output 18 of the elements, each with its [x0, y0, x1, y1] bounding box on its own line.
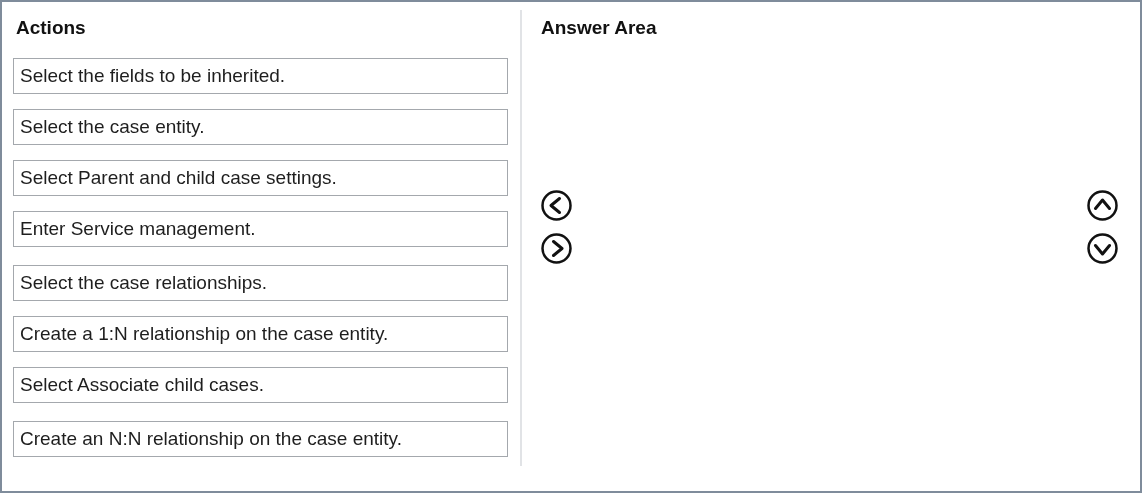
action-box	[13, 58, 508, 94]
action-text: Select Associate child cases.	[20, 373, 265, 397]
action-text: Select the case relationships.	[20, 271, 269, 295]
action-box	[13, 421, 508, 457]
panel-heading: Actions	[16, 17, 86, 39]
action-text: Create an N:N relationship on the case entity.	[20, 427, 403, 451]
action-text: Select Parent and child case settings.	[20, 166, 338, 190]
action-text: Create a 1:N relationship on the case entity.	[20, 322, 390, 346]
action-box	[13, 367, 508, 403]
action-text: Select the case entity.	[20, 115, 206, 139]
action-box	[13, 160, 508, 196]
action-text: Select the fields to be inherited.	[20, 64, 287, 88]
action-box	[13, 316, 508, 352]
panel-heading: Answer Area	[541, 17, 657, 39]
action-box	[13, 211, 508, 247]
action-box	[13, 265, 508, 301]
action-box	[13, 109, 508, 145]
action-text: Enter Service management.	[20, 217, 257, 241]
